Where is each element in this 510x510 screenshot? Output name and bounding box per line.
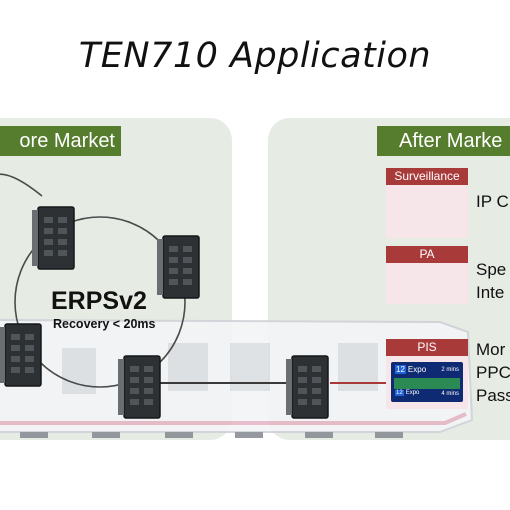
switch-icon bbox=[32, 206, 75, 270]
switch-icon bbox=[0, 323, 42, 387]
ring-recovery-label: Recovery < 20ms bbox=[53, 317, 156, 331]
surveillance-text-line: IP C bbox=[476, 192, 509, 211]
pis-row-1-number: 12 bbox=[395, 365, 406, 374]
pa-tag: PA bbox=[386, 246, 468, 263]
pis-row-2-station: Expo bbox=[405, 390, 420, 396]
pis-row-1-time: 2 mins bbox=[441, 367, 459, 373]
pis-tag: PIS bbox=[386, 339, 468, 356]
after-market-tag: After Marke bbox=[377, 126, 510, 156]
surveillance-tag: Surveillance bbox=[386, 168, 468, 185]
pa-text-line: Spe bbox=[476, 260, 507, 279]
erps-ring bbox=[14, 216, 186, 388]
pa-text-line: Inte bbox=[476, 283, 505, 302]
pa-card: PA bbox=[386, 246, 468, 304]
surveillance-text: IP C bbox=[476, 190, 509, 213]
before-market-tag: ore Market bbox=[0, 126, 121, 156]
pis-row-2-time: 4 mins bbox=[441, 391, 459, 397]
pa-text: Spe Inte bbox=[476, 258, 506, 304]
pis-text-line: Mor bbox=[476, 340, 506, 359]
switch-icon bbox=[286, 355, 329, 419]
pis-row-1-station: Expo bbox=[407, 365, 427, 374]
switch-icon bbox=[118, 355, 161, 419]
surveillance-card: Surveillance bbox=[386, 168, 468, 238]
ring-extension bbox=[0, 173, 43, 197]
pis-status-bar bbox=[394, 378, 460, 389]
pis-text: Mor PPC Pass bbox=[476, 338, 510, 407]
page-title: TEN710 Application bbox=[78, 36, 432, 76]
pis-text-line: PPC bbox=[476, 363, 510, 382]
pis-text-line: Pass bbox=[476, 386, 510, 405]
ring-protocol-label: ERPSv2 bbox=[51, 287, 147, 315]
switch-icon bbox=[157, 235, 200, 299]
pis-row-2-number: 12 bbox=[395, 390, 404, 396]
